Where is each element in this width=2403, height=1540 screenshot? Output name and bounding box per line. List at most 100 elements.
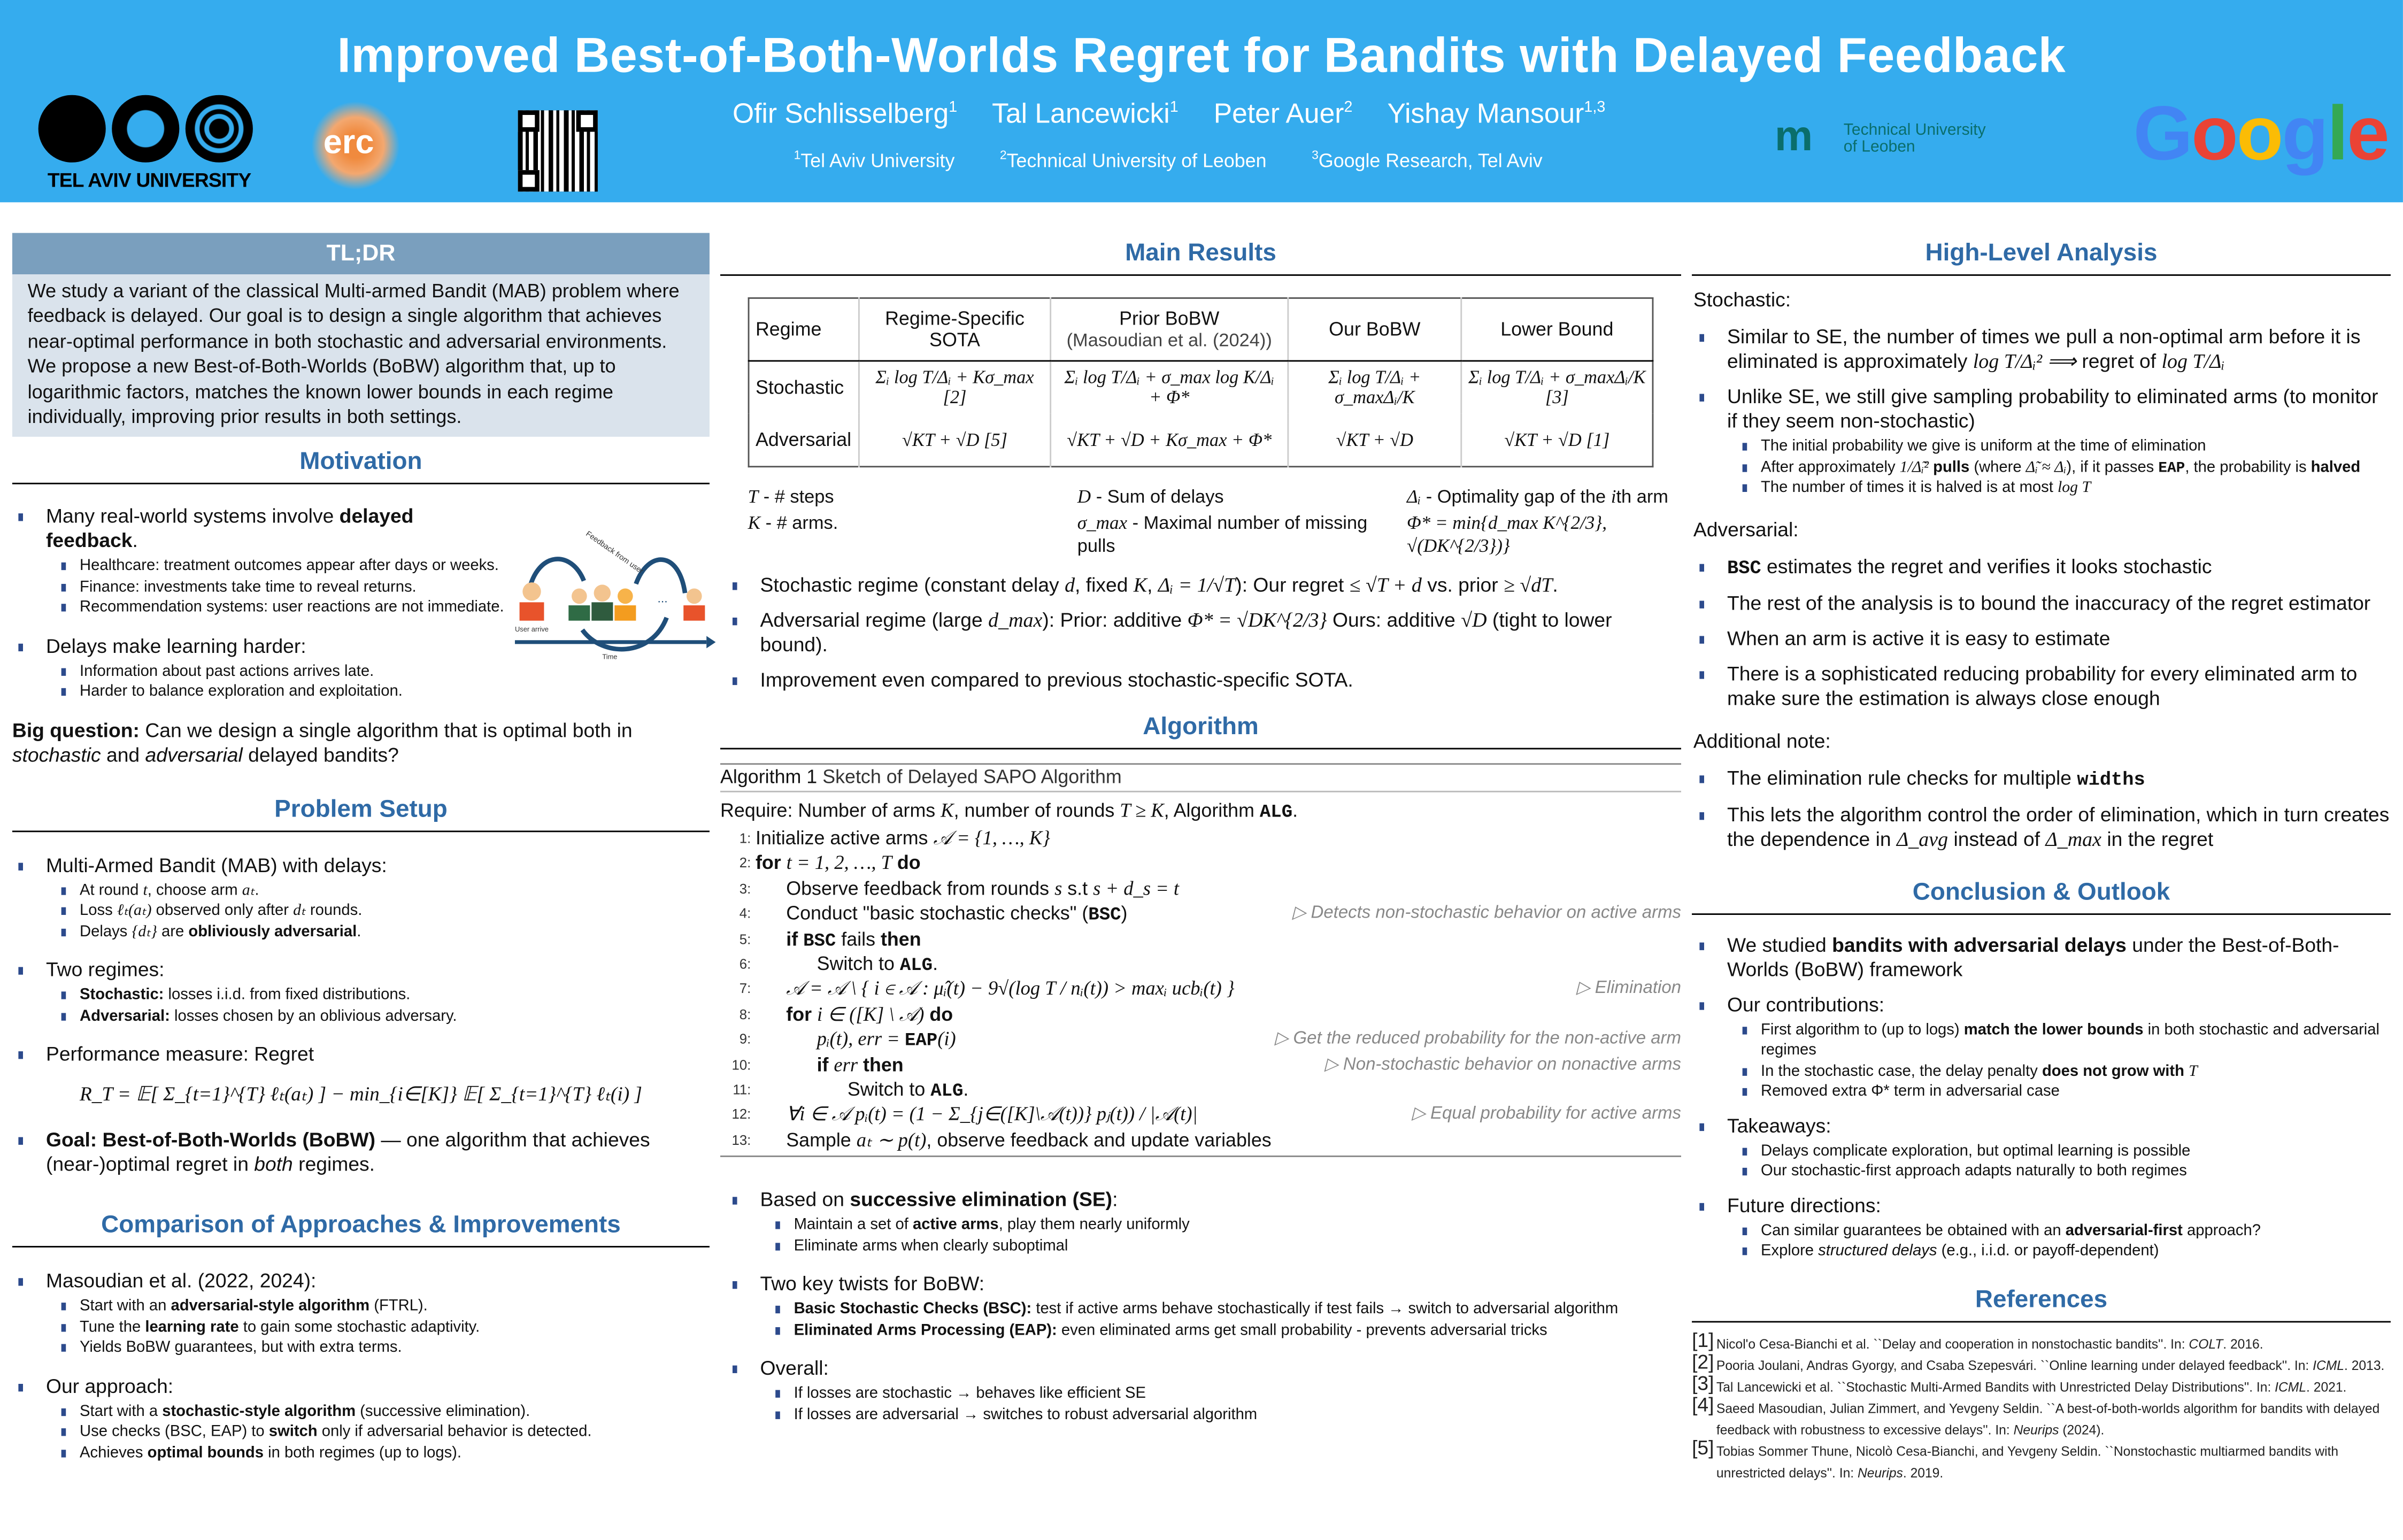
text-segment: ALG: [1259, 801, 1293, 823]
text-segment: ,: [1147, 573, 1158, 596]
bullet-item: The rest of the analysis is to bound the…: [1693, 591, 2391, 615]
text-segment: for: [755, 852, 787, 874]
left-column: TL;DR We study a variant of the classica…: [12, 233, 716, 1479]
algorithm-line: 5:if BSC fails then: [720, 927, 1681, 952]
text-segment: - Maximal number of missing pulls: [1077, 512, 1368, 557]
sub-bullet-item: Removed extra Φ* term in adversarial cas…: [1727, 1082, 2391, 1103]
text-segment: Basic Stochastic Checks (BSC):: [794, 1301, 1032, 1318]
motivation-list: Many real-world systems involve delayed …: [12, 504, 506, 703]
definition: σ_max - Maximal number of missing pulls: [1077, 512, 1407, 558]
text-segment: ℓₜ(aₜ): [117, 903, 152, 920]
text-segment: Adversarial regime (large: [760, 608, 989, 632]
text-segment: ≤ √T + d: [1349, 573, 1422, 596]
text-segment: Δ_max: [2045, 827, 2102, 850]
bound-cell: Σᵢ log T/Δᵢ + σ_maxΔᵢ/K: [1287, 360, 1461, 414]
algorithm-comment: ▷ Equal probability for active arms: [1412, 1105, 1682, 1124]
text-segment: :: [1112, 1188, 1118, 1211]
references-heading: References: [1692, 1285, 2391, 1322]
analysis-adversarial: BSC estimates the regret and verifies it…: [1693, 554, 2391, 721]
text-segment: We studied: [1727, 932, 1832, 956]
text-segment: (i): [937, 1028, 956, 1050]
sub-bullet-item: Our stochastic-first approach adapts nat…: [1727, 1161, 2391, 1182]
text-segment: adversarial: [145, 742, 243, 766]
text-segment: EAP: [905, 1030, 938, 1052]
tel-aviv-university-logo: TEL AVIV UNIVERSITY: [38, 95, 261, 193]
text-segment: K: [748, 512, 761, 534]
algorithm-line: 13:Sample aₜ ∼ p(t), observe feedback an…: [720, 1127, 1681, 1152]
reference-number: [5]: [1692, 1435, 1714, 1458]
text-segment: do: [924, 1003, 953, 1025]
bound-cell: √KT + √D + Kσ_max + Φ*: [1050, 413, 1288, 467]
text-segment: Can we design a single algorithm that is…: [145, 718, 633, 741]
text-segment: Stochastic:: [80, 987, 164, 1004]
qr-code[interactable]: [518, 110, 598, 192]
text-segment: Δᵢ: [1406, 486, 1421, 507]
text-segment: Healthcare: treatment outcomes appear af…: [80, 558, 499, 575]
analysis-stochastic: Similar to SE, the number of times we pu…: [1693, 325, 2391, 510]
text-segment: estimates the regret and verifies it loo…: [1761, 554, 2212, 578]
text-segment: When an arm is active it is easy to esti…: [1727, 626, 2111, 649]
text-segment: (2024).: [2059, 1421, 2105, 1437]
text-segment: ≥ √dT: [1504, 573, 1553, 596]
text-segment: Nicol'o Cesa-Bianchi et al. ``Delay and …: [1716, 1335, 2189, 1351]
text-segment: Big question:: [12, 718, 145, 741]
text-segment: delayed feedback: [45, 504, 414, 552]
text-segment: Our stochastic-first approach adapts nat…: [1761, 1163, 2187, 1180]
sub-bullet-item: Delays {dₜ} are obliviously adversarial.: [46, 922, 710, 943]
ellipsis-label: ...: [658, 591, 668, 605]
text-segment: — one algorithm that achieves (near-)opt…: [45, 1128, 650, 1176]
algorithm-line-text: 𝒜 = 𝒜 \ { i ∈ 𝒜 : μ̂ᵢ(t) − 9√(log T / nᵢ…: [786, 977, 1234, 1002]
text-segment: √D: [1461, 608, 1487, 632]
text-segment: Tune the: [80, 1319, 145, 1336]
middle-column: Main Results Regime Regime-Specific SOTA…: [720, 239, 1682, 1441]
text-segment: .: [1552, 573, 1558, 596]
delayed-feedback-illustration: ... Feedback from user User arrive Time: [515, 529, 716, 660]
algorithm-line-text: Switch to ALG.: [817, 952, 938, 979]
sub-bullet-item: After approximately 1/Δ̃ᵢ² pulls (where …: [1727, 458, 2391, 479]
text-segment: Start with an: [80, 1298, 171, 1315]
setup-list: Multi-Armed Bandit (MAB) with delays:At …: [12, 853, 710, 1067]
bound-cell: √KT + √D: [1287, 413, 1461, 467]
sub-bullet-item: Achieves optimal bounds in both regimes …: [46, 1443, 710, 1464]
line-number: 10:: [731, 1057, 751, 1072]
affiliation: 3Google Research, Tel Aviv: [1312, 149, 1543, 172]
line-number: 9:: [739, 1031, 751, 1047]
table-header-row: Regime Regime-Specific SOTA Prior BoBW(M…: [749, 298, 1653, 362]
text-segment: T ≥ K: [1120, 800, 1164, 822]
algorithm-line-text: Sample aₜ ∼ p(t), observe feedback and u…: [786, 1127, 1271, 1152]
reference-number: [3]: [1692, 1370, 1714, 1394]
text-segment: .: [357, 923, 361, 941]
text-segment: EAP: [2158, 459, 2185, 476]
text-segment: There is a sophisticated reducing probab…: [1727, 661, 2358, 709]
bullet-item: Overall:If losses are stochastic → behav…: [726, 1357, 1681, 1426]
text-segment: do: [891, 852, 921, 874]
results-table-wrap: Regime Regime-Specific SOTA Prior BoBW(M…: [748, 297, 1681, 468]
text-segment: instead of: [1948, 827, 2046, 850]
text-segment: d_max: [988, 608, 1043, 632]
reference-number: [4]: [1692, 1392, 1714, 1415]
algorithm-line: 11:Switch to ALG.: [720, 1077, 1681, 1103]
affiliation-list: 1Tel Aviv University 2Technical Universi…: [794, 149, 1652, 172]
text-segment: t = 1, 2, …, T: [786, 852, 892, 874]
algorithm-line: 1:Initialize active arms 𝒜 = {1, …, K}: [720, 826, 1681, 851]
text-segment: ICML: [2275, 1378, 2307, 1394]
adversarial-label: Adversarial:: [1693, 517, 1799, 541]
header-cell: Our BoBW: [1287, 298, 1461, 362]
algorithm-line: 9:pᵢ(t), err = EAP(i)▷ Get the reduced p…: [720, 1027, 1681, 1052]
big-question: Big question: Can we design a single alg…: [12, 718, 714, 767]
text-segment: log T/Δᵢ² ⟹: [1973, 349, 2077, 373]
text-segment: . 2021.: [2306, 1378, 2347, 1394]
text-segment: In the stochastic case, the delay penalt…: [1761, 1062, 2042, 1080]
text-segment: losses i.i.d. from fixed distributions.: [164, 987, 411, 1004]
sub-bullet-item: Basic Stochastic Checks (BSC): test if a…: [760, 1300, 1681, 1321]
definition: T - # steps: [748, 486, 1077, 509]
header-cell: Lower Bound: [1460, 298, 1653, 362]
text-segment: (where: [1969, 459, 2026, 476]
text-segment: COLT: [2189, 1335, 2223, 1351]
bullet-item: Our contributions:First algorithm to (up…: [1693, 992, 2391, 1103]
sub-bullet-item: The initial probability we give is unifo…: [1727, 437, 2391, 458]
regret-formula: R_T = 𝔼[ Σ_{t=1}^{T} ℓₜ(aₜ) ] − min_{i∈[…: [79, 1082, 642, 1105]
bullet-item: When an arm is active it is easy to esti…: [1693, 626, 2391, 651]
comparison-list: Masoudian et al. (2022, 2024):Start with…: [12, 1269, 710, 1464]
author-list: Ofir Schlisselberg1 Tal Lancewicki1 Pete…: [733, 98, 1713, 130]
